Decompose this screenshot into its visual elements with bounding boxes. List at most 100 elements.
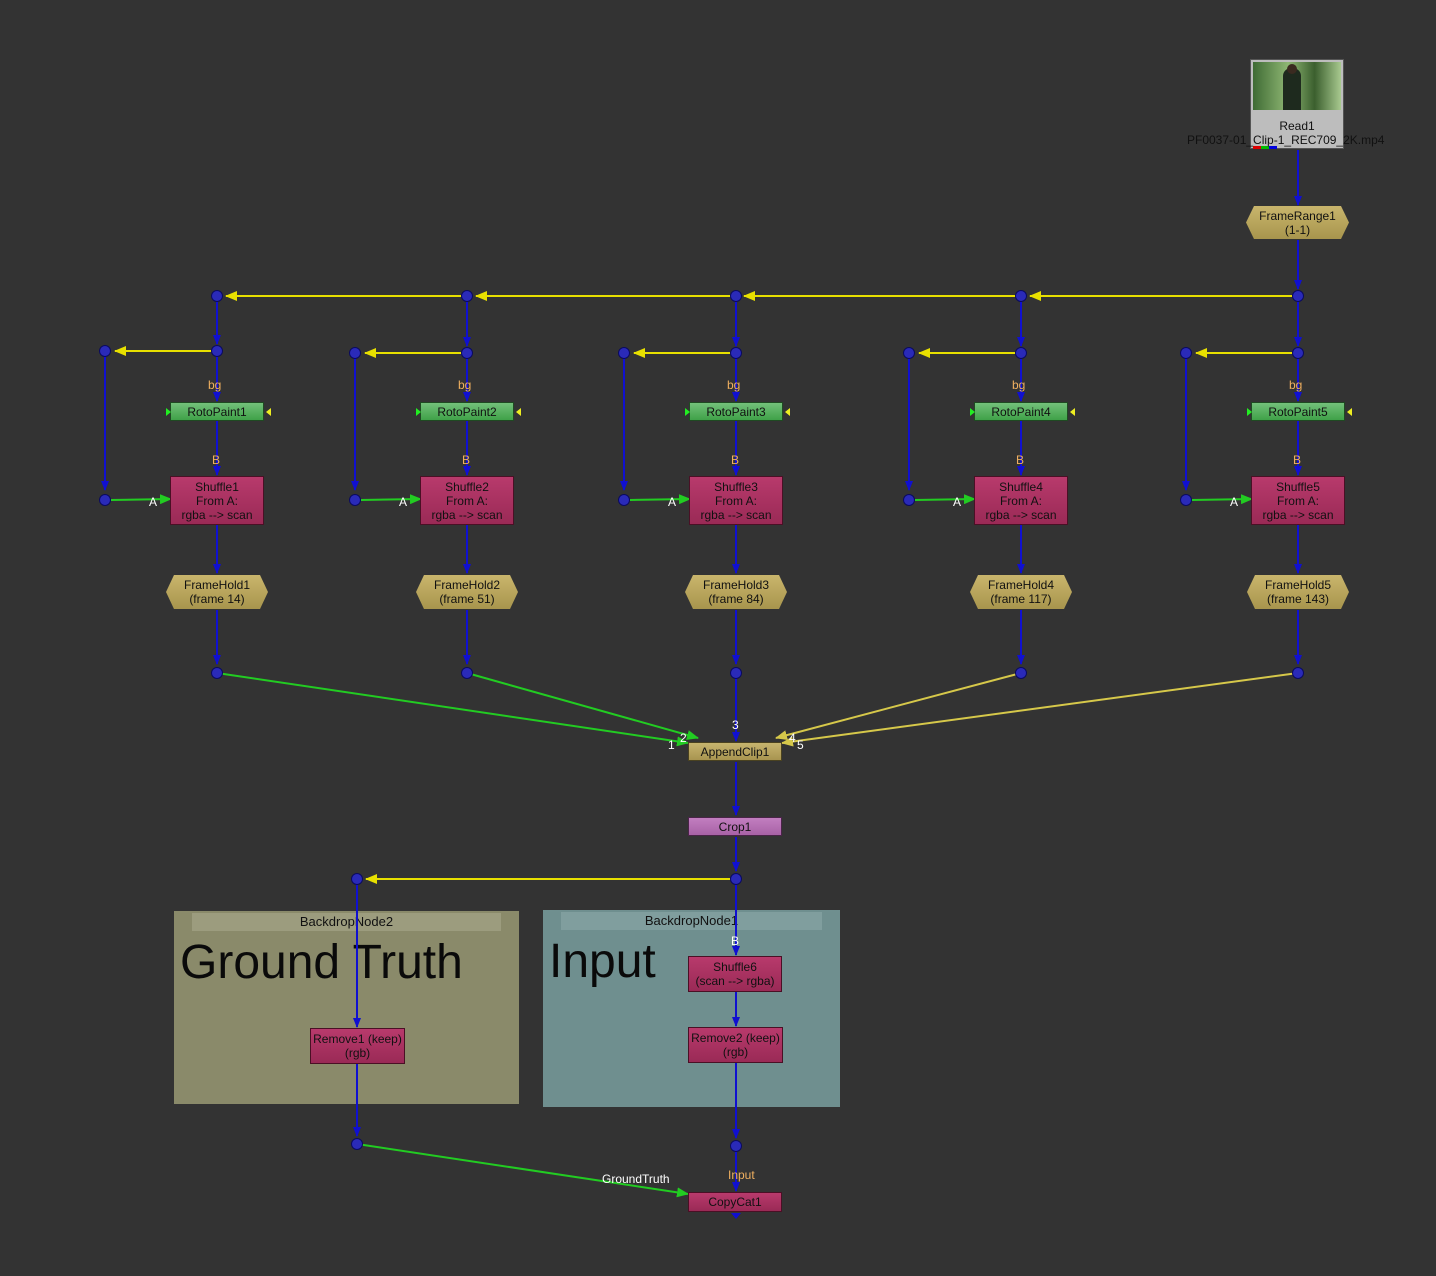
dot-node bbox=[211, 345, 223, 357]
dot-node bbox=[351, 873, 363, 885]
append-input-3: 3 bbox=[732, 718, 739, 732]
shuffle-node[interactable]: Shuffle1 From A: rgba --> scan bbox=[170, 476, 264, 525]
node-label: RotoPaint2 bbox=[437, 404, 497, 419]
read-thumbnail bbox=[1253, 62, 1341, 110]
channel-indicator bbox=[1253, 146, 1277, 149]
roto-input-bg: bg bbox=[1012, 378, 1026, 392]
framerange-node[interactable]: FrameRange1 (1-1) bbox=[1246, 206, 1349, 239]
framehold-node[interactable]: FrameHold2 (frame 51) bbox=[416, 575, 518, 609]
pipe-input bbox=[356, 1143, 689, 1198]
node-label: RotoPaint4 bbox=[991, 404, 1051, 419]
roto-left-handle bbox=[685, 408, 690, 416]
rotopaint-node[interactable]: RotoPaint5 bbox=[1251, 402, 1345, 421]
dot-node bbox=[349, 494, 361, 506]
node-label: Shuffle3 bbox=[714, 479, 758, 494]
framehold-node[interactable]: FrameHold5 (frame 143) bbox=[1247, 575, 1349, 609]
framehold-node[interactable]: FrameHold1 (frame 14) bbox=[166, 575, 268, 609]
node-sub: rgba --> scan bbox=[985, 507, 1057, 522]
node-label: RotoPaint1 bbox=[187, 404, 247, 419]
node-label: Remove2 (keep) bbox=[691, 1031, 780, 1045]
dot-node bbox=[1180, 494, 1192, 506]
dot-node bbox=[211, 290, 223, 302]
shuffle-input-a: A bbox=[149, 495, 158, 509]
dot-node bbox=[730, 667, 742, 679]
node-sub: rgba --> scan bbox=[431, 507, 503, 522]
shuffle6-node[interactable]: Shuffle6 (scan --> rgba) bbox=[688, 956, 782, 992]
append-input-1: 1 bbox=[668, 738, 675, 752]
pipe-input bbox=[1191, 494, 1253, 505]
dot-node bbox=[618, 494, 630, 506]
rotopaint-node[interactable]: RotoPaint2 bbox=[420, 402, 514, 421]
roto-right-handle bbox=[516, 408, 521, 416]
shuffle-node[interactable]: Shuffle4 From A: rgba --> scan bbox=[974, 476, 1068, 525]
remove2-node[interactable]: Remove2 (keep) (rgb) bbox=[688, 1027, 783, 1063]
roto-left-handle bbox=[970, 408, 975, 416]
backdrop-ground-truth[interactable]: BackdropNode2 Ground Truth bbox=[174, 911, 519, 1104]
pipe-input bbox=[629, 494, 691, 505]
dot-node bbox=[1015, 347, 1027, 359]
node-label: Crop1 bbox=[718, 819, 752, 834]
shuffle-input-a: A bbox=[399, 495, 408, 509]
node-sub: (scan --> rgba) bbox=[695, 974, 775, 988]
roto-right-handle bbox=[1347, 408, 1352, 416]
node-label: CopyCat1 bbox=[708, 1195, 762, 1209]
backdrop-title: BackdropNode2 bbox=[192, 913, 501, 931]
node-sub: From A: bbox=[714, 493, 757, 508]
shuffle-node[interactable]: Shuffle3 From A: rgba --> scan bbox=[689, 476, 783, 525]
shuffle-node[interactable]: Shuffle5 From A: rgba --> scan bbox=[1251, 476, 1345, 525]
dot-node bbox=[461, 347, 473, 359]
node-sub: (1-1) bbox=[1284, 222, 1311, 237]
shuffle6-input-b: B bbox=[731, 934, 740, 948]
rotopaint-node[interactable]: RotoPaint4 bbox=[974, 402, 1068, 421]
backdrop-input[interactable]: BackdropNode1 Input bbox=[543, 910, 840, 1107]
framehold-node[interactable]: FrameHold3 (frame 84) bbox=[685, 575, 787, 609]
crop-node[interactable]: Crop1 bbox=[688, 817, 782, 836]
node-sub: (frame 14) bbox=[189, 592, 245, 606]
dot-node bbox=[730, 290, 742, 302]
dot-node bbox=[461, 290, 473, 302]
pipe-input bbox=[216, 672, 689, 747]
pipe-input bbox=[914, 494, 976, 505]
node-sub: (frame 51) bbox=[439, 592, 495, 606]
roto-input-bg: bg bbox=[458, 378, 472, 392]
read-label: Read1 bbox=[1279, 119, 1315, 133]
node-sub: From A: bbox=[195, 493, 238, 508]
dot-node bbox=[618, 347, 630, 359]
dot-node bbox=[99, 494, 111, 506]
roto-left-handle bbox=[416, 408, 421, 416]
node-label: AppendClip1 bbox=[700, 744, 770, 759]
node-label: FrameRange1 bbox=[1259, 208, 1336, 223]
roto-left-handle bbox=[166, 408, 171, 416]
rotopaint-node[interactable]: RotoPaint1 bbox=[170, 402, 264, 421]
copycat-input-input: Input bbox=[728, 1168, 755, 1182]
output-arrow bbox=[731, 1213, 741, 1219]
node-sub: rgba --> scan bbox=[181, 507, 253, 522]
rotopaint-node[interactable]: RotoPaint3 bbox=[689, 402, 783, 421]
shuffle-node[interactable]: Shuffle2 From A: rgba --> scan bbox=[420, 476, 514, 525]
node-sub: (rgb) bbox=[722, 1045, 749, 1059]
remove1-node[interactable]: Remove1 (keep) (rgb) bbox=[310, 1028, 405, 1064]
roto-left-handle bbox=[1247, 408, 1252, 416]
roto-input-bg: bg bbox=[727, 378, 741, 392]
backdrop-label: Ground Truth bbox=[180, 936, 463, 989]
read-node[interactable]: Read1 bbox=[1250, 59, 1344, 149]
dot-node bbox=[903, 494, 915, 506]
pipe-input bbox=[360, 494, 422, 505]
roto-right-handle bbox=[1070, 408, 1075, 416]
shuffle-input-a: A bbox=[953, 495, 962, 509]
node-label: FrameHold3 bbox=[702, 578, 770, 592]
framehold-node[interactable]: FrameHold4 (frame 117) bbox=[970, 575, 1072, 609]
node-sub: From A: bbox=[1276, 493, 1319, 508]
dot-node bbox=[211, 667, 223, 679]
appendclip-node[interactable]: AppendClip1 bbox=[688, 742, 782, 761]
backdrop-title: BackdropNode1 bbox=[561, 912, 822, 930]
copycat-node[interactable]: CopyCat1 bbox=[688, 1192, 782, 1212]
roto-input-bg: bg bbox=[208, 378, 222, 392]
node-label: FrameHold5 bbox=[1264, 578, 1332, 592]
node-label: Shuffle5 bbox=[1276, 479, 1320, 494]
node-sub: From A: bbox=[999, 493, 1042, 508]
dot-node bbox=[730, 1140, 742, 1152]
dot-node bbox=[1292, 667, 1304, 679]
node-sub: (rgb) bbox=[344, 1046, 371, 1060]
append-input-2: 2 bbox=[680, 731, 687, 745]
